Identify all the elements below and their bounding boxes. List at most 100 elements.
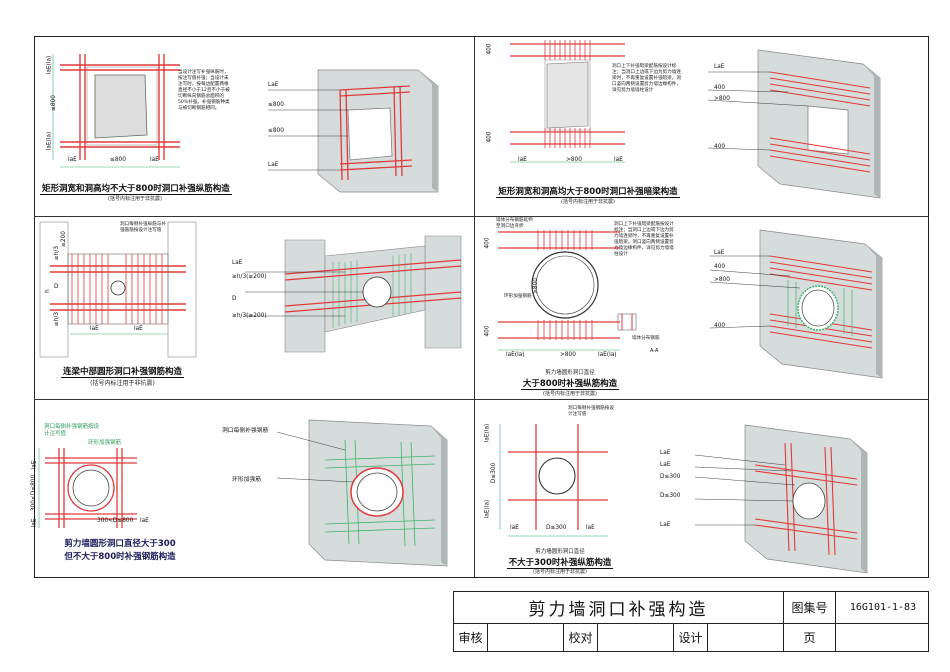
dim-label: laE(la) [598,352,617,358]
dim-label: ≥h/3 [54,245,61,261]
dim-label: laE [31,460,38,470]
review-label: 审核 [454,623,488,651]
section-label: 墙体分布钢筋 [632,336,660,341]
panel-caption: 剪力墙圆形洞口直径大于300 [64,539,176,549]
label-3d: >800 [714,277,730,283]
dim-label: 300<D≤800 [31,474,38,512]
panel-caption: 矩形洞宽和洞高均不大于800时洞口补强纵筋构造 [40,184,232,195]
dim-label: h [44,289,51,293]
panel-subcaption: (括号内标注用于非抗震) [90,380,155,387]
dim-label: ≥200 [60,231,67,247]
detail-3d [709,229,883,379]
dim-label: laE [68,157,77,163]
dim-label: laE [90,326,99,332]
drawing-title: 剪力墙洞口补强构造 [454,592,784,623]
panel-caption: 连梁中部圆形洞口补强钢筋构造 [60,367,184,378]
review-field [488,623,564,651]
panel-subcaption: (括号内标注用于非抗震) [533,569,587,575]
label-3d: LaE [232,260,243,266]
label-3d: LaE [268,82,279,88]
panel-divider [474,36,475,578]
dim-label: laE(la) [484,499,491,519]
title-block: 剪力墙洞口补强构造 图集号 16G101-1-83 审核 校对 设计 页 [453,591,929,652]
detail-3d [694,424,868,574]
panel-caption: 大于800时补强纵筋构造 [520,379,620,390]
dim-label: 400 [486,131,493,143]
dim-label: laE [140,518,149,524]
dim-label: laE [586,525,595,531]
detail-3d [707,49,881,199]
label-3d: LaE [660,462,671,468]
label-3d: 400 [714,144,726,150]
dim-label: D≤300 [546,525,567,531]
dim-label: 400 [486,43,493,55]
design-field [708,623,784,651]
design-label: 设计 [674,623,708,651]
detail-3d [245,235,462,353]
drawing-sheet [34,36,929,578]
caption-pre: 剪力墙圆形洞口直径 [545,370,595,376]
ring-note: 环形加强钢筋 [504,294,532,299]
label-3d: LaE [660,450,671,456]
dim-label: laE(la) [506,352,525,358]
dim-label: laE [150,157,159,163]
panel-subcaption: (括号内标注用于非抗震) [108,196,162,202]
dim-label: laE [31,518,38,528]
green-note: 洞口每侧补强钢筋按设计注写值 [44,424,100,437]
label-3d: >800 [714,96,730,102]
detail-2d [38,448,137,528]
design-note: 当设计注写补强纵筋时，按注写值补强；当设计未注写时，按每边配置两根直径不小于12… [178,70,230,111]
detail-2d [510,40,625,163]
panel-caption-line2: 但不大于800时补强钢筋构造 [64,552,176,562]
dim-label: laE [518,157,527,163]
atlas-label: 图集号 [784,592,836,623]
design-note: 洞口上下补强暗梁配筋按设计标注；当洞口上边或下边为剪力墙连梁时，不再重复设置补强… [614,222,674,257]
label-3d: 环形加强筋 [232,477,261,483]
detail-3d [268,69,439,193]
detail-2d [499,424,608,537]
panel-subcaption: (括号内标注用于非抗震) [561,199,615,205]
section-id: A-A [650,348,659,354]
label-3d: ≤800 [268,128,284,134]
label-3d: ≥h/3(≥200) [232,274,267,280]
top-note: 墙体分布钢筋延伸至洞口边弯折 [496,218,533,229]
dim-label: ≤800 [110,157,126,163]
dim-label: >800 [532,278,539,294]
label-3d: 400 [714,323,726,329]
label-3d: LaE [660,522,671,528]
dim-label: 400 [484,325,491,337]
check-field [598,623,674,651]
dim-label: 400 [484,237,491,249]
panel-subcaption: (括号内标注用于非抗震) [543,391,597,397]
atlas-number: 16G101-1-83 [849,602,917,613]
green-note: 环形加强钢筋 [88,440,122,446]
label-3d: LaE [714,250,725,256]
detail-2d [52,54,180,168]
dim-label: ≤800 [50,95,57,111]
design-note: 洞口上下补强暗梁配筋按设计标注；当洞口上边或下边为剪力墙连梁时，不再重复设置补强… [612,64,681,93]
page-field [836,623,930,651]
dim-label: laE(la) [46,55,53,75]
label-3d: D≤300 [660,474,681,480]
panel-caption: 矩形洞宽和洞高均大于800时洞口补强暗梁构造 [496,187,680,198]
panel-caption: 不大于300时补强纵筋构造 [506,558,614,569]
label-3d: 400 [714,264,726,270]
dim-label: D [54,284,59,290]
dim-label: >800 [560,352,576,358]
panel-divider [34,399,929,400]
dim-label: laE(la) [46,131,53,151]
label-3d: ≥h/3(≥200) [232,313,267,319]
panel-divider [34,216,929,217]
dim-label: ≥h/3 [54,311,61,327]
dim-label: >800 [566,157,582,163]
design-note: 洞口每侧补强钢筋按设计注写值 [568,406,614,417]
dim-label: D≤300 [491,462,498,484]
label-3d: D [232,296,237,302]
label-3d: ≤800 [268,102,284,108]
label-3d: D≤300 [660,493,681,499]
design-note: 洞口每侧补强纵筋与补强箍筋按设计注写值 [120,222,166,233]
label-3d: 洞口每侧补强钢筋 [222,428,269,434]
label-3d: 400 [714,85,726,91]
dim-label: laE(la) [484,423,491,443]
label-3d: LaE [268,162,279,168]
